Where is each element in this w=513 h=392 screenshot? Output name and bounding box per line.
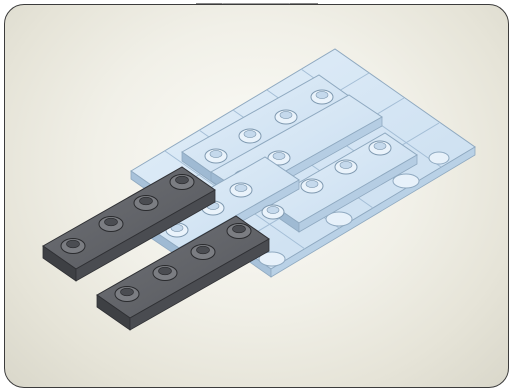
assembly-illustration-panel <box>4 4 509 388</box>
lego-assembly-illustration <box>5 5 509 388</box>
